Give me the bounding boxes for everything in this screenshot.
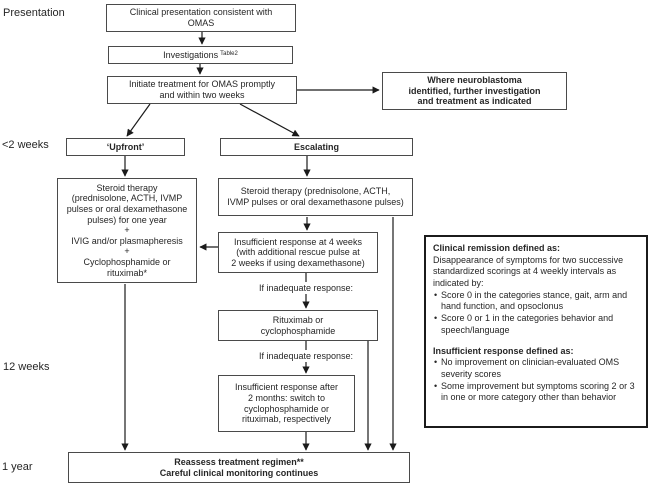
investigations-text: Investigations — [163, 49, 219, 60]
node-escalating-steroid-therapy: Steroid therapy (prednisolone, ACTH, IVM… — [218, 178, 413, 216]
arrow-initiate-to-escalating — [239, 103, 300, 137]
timeline-label-under-2-weeks: <2 weeks — [2, 139, 49, 151]
timeline-label-presentation: Presentation — [3, 7, 65, 19]
insufficient-bullet: Some improvement but symptoms scoring 2 … — [433, 381, 639, 404]
investigations-table-reference: Table2 — [220, 51, 238, 58]
definitions-panel: Clinical remission defined as: Disappear… — [424, 235, 648, 428]
note-if-inadequate-response-2: If inadequate response: — [255, 350, 357, 362]
remission-bullet: Score 0 in the categories stance, gait, … — [433, 290, 639, 313]
remission-bullet: Score 0 or 1 in the categories behavior … — [433, 313, 639, 336]
remission-definition-intro: Disappearance of symptoms for two succes… — [433, 254, 624, 289]
insufficient-definition-heading: Insufficient response defined as: — [433, 345, 574, 356]
node-upfront-label: ‘Upfront’ — [66, 138, 185, 156]
node-initiate-treatment: Initiate treatment for OMAS promptly and… — [107, 76, 297, 104]
remission-bullet-list: Score 0 in the categories stance, gait, … — [433, 290, 639, 337]
remission-definition-heading: Clinical remission defined as: — [433, 243, 561, 253]
arrow-initiate-to-upfront — [126, 103, 151, 137]
timeline-label-12-weeks: 12 weeks — [3, 361, 50, 373]
node-escalating-label: Escalating — [220, 138, 413, 156]
timeline-label-1-year: 1 year — [2, 461, 33, 473]
node-insufficient-response-2-months: Insufficient response after 2 months: sw… — [218, 375, 355, 432]
node-insufficient-response-4-weeks: Insufficient response at 4 weeks (with a… — [218, 232, 378, 273]
insufficient-bullet-list: No improvement on clinician-evaluated OM… — [433, 357, 639, 404]
note-if-inadequate-response-1: If inadequate response: — [255, 282, 357, 294]
node-reassess-regimen: Reassess treatment regimen** Careful cli… — [68, 452, 410, 483]
insufficient-bullet: No improvement on clinician-evaluated OM… — [433, 357, 639, 380]
node-rituximab-or-cyclophosphamide: Rituximab or cyclophosphamide — [218, 310, 378, 341]
node-upfront-steroid-therapy: Steroid therapy (prednisolone, ACTH, IVM… — [57, 178, 197, 283]
node-clinical-presentation: Clinical presentation consistent with OM… — [106, 4, 296, 32]
node-neuroblastoma: Where neuroblastoma identified, further … — [382, 72, 567, 110]
